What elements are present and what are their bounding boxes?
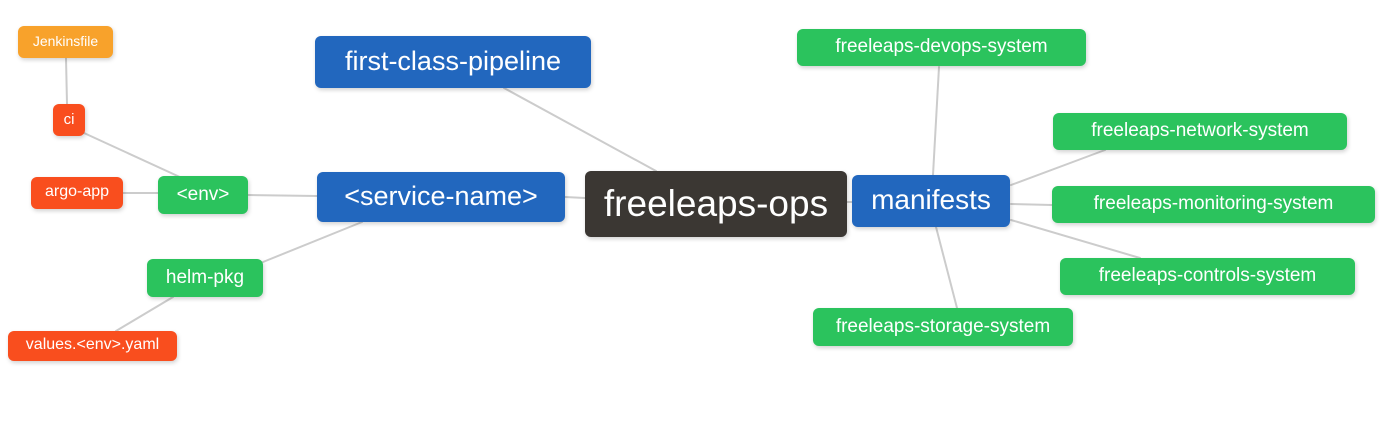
node-first-class-pipeline[interactable]: first-class-pipeline xyxy=(315,36,591,88)
node-freeleaps-storage-system[interactable]: freeleaps-storage-system xyxy=(813,308,1073,346)
node-manifests[interactable]: manifests xyxy=(852,175,1010,227)
edge-servicename-root xyxy=(564,196,586,199)
node-helm-pkg[interactable]: helm-pkg xyxy=(147,259,263,297)
node-ci[interactable]: ci xyxy=(53,104,85,136)
edge-manifests-devops xyxy=(932,66,940,176)
node-freeleaps-network-system[interactable]: freeleaps-network-system xyxy=(1053,113,1347,150)
edge-env-servicename xyxy=(247,194,318,197)
edge-manifests-controls xyxy=(1010,219,1141,259)
node-jenkinsfile[interactable]: Jenkinsfile xyxy=(18,26,113,58)
edge-jenkinsfile-ci xyxy=(65,57,68,105)
node-values-env-yaml[interactable]: values.<env>.yaml xyxy=(8,331,177,361)
edge-manifests-network xyxy=(1010,149,1106,186)
node-env[interactable]: <env> xyxy=(158,176,248,214)
edge-ci-env xyxy=(83,132,183,179)
edge-pipeline-root xyxy=(503,87,657,172)
edge-manifests-storage xyxy=(935,226,958,309)
edge-servicename-helmpkg xyxy=(262,221,363,263)
node-freeleaps-monitoring-system[interactable]: freeleaps-monitoring-system xyxy=(1052,186,1375,223)
edge-manifests-monitoring xyxy=(1010,203,1053,206)
node-argo-app[interactable]: argo-app xyxy=(31,177,123,209)
node-freeleaps-controls-system[interactable]: freeleaps-controls-system xyxy=(1060,258,1355,295)
node-freeleaps-devops-system[interactable]: freeleaps-devops-system xyxy=(797,29,1086,66)
edge-helmpkg-values xyxy=(115,296,174,332)
node-freeleaps-ops-root[interactable]: freeleaps-ops xyxy=(585,171,847,237)
node-service-name[interactable]: <service-name> xyxy=(317,172,565,222)
